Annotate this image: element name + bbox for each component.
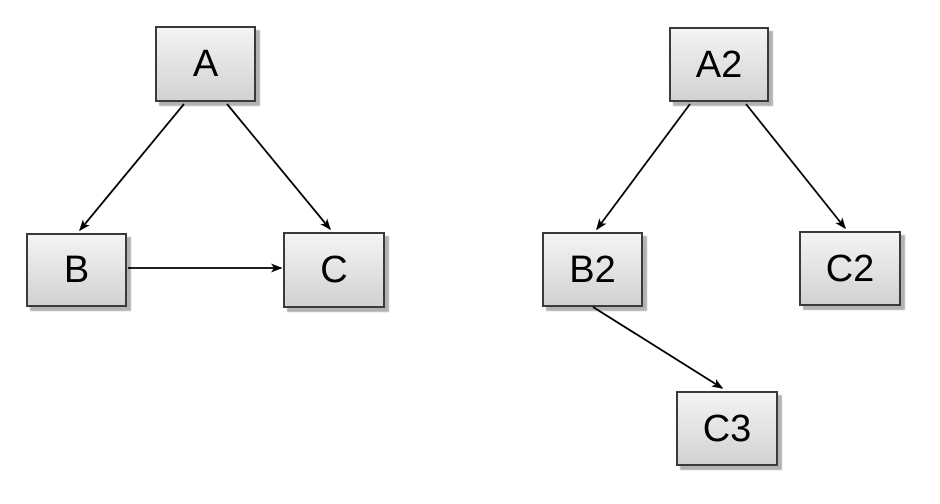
node-a2: A2 — [669, 27, 769, 102]
node-c-label: C — [320, 249, 348, 291]
node-b2-label: B2 — [569, 248, 616, 291]
edge-B2-C3 — [592, 306, 724, 389]
node-a2-label: A2 — [695, 43, 743, 86]
node-a-label: A — [192, 43, 219, 85]
node-b: B — [26, 233, 127, 307]
edge-A2-C2 — [745, 103, 846, 230]
node-c2-label: C2 — [825, 247, 875, 290]
node-c: C — [283, 232, 385, 308]
node-b-label: B — [63, 249, 90, 291]
node-a: A — [155, 26, 256, 102]
node-c3-label: C3 — [702, 407, 752, 450]
edge-A2-B2 — [596, 103, 691, 231]
node-c2: C2 — [799, 231, 901, 306]
edge-A-B — [79, 103, 185, 232]
edge-A-C — [226, 103, 331, 231]
node-b2: B2 — [542, 232, 643, 307]
node-c3: C3 — [676, 391, 778, 466]
